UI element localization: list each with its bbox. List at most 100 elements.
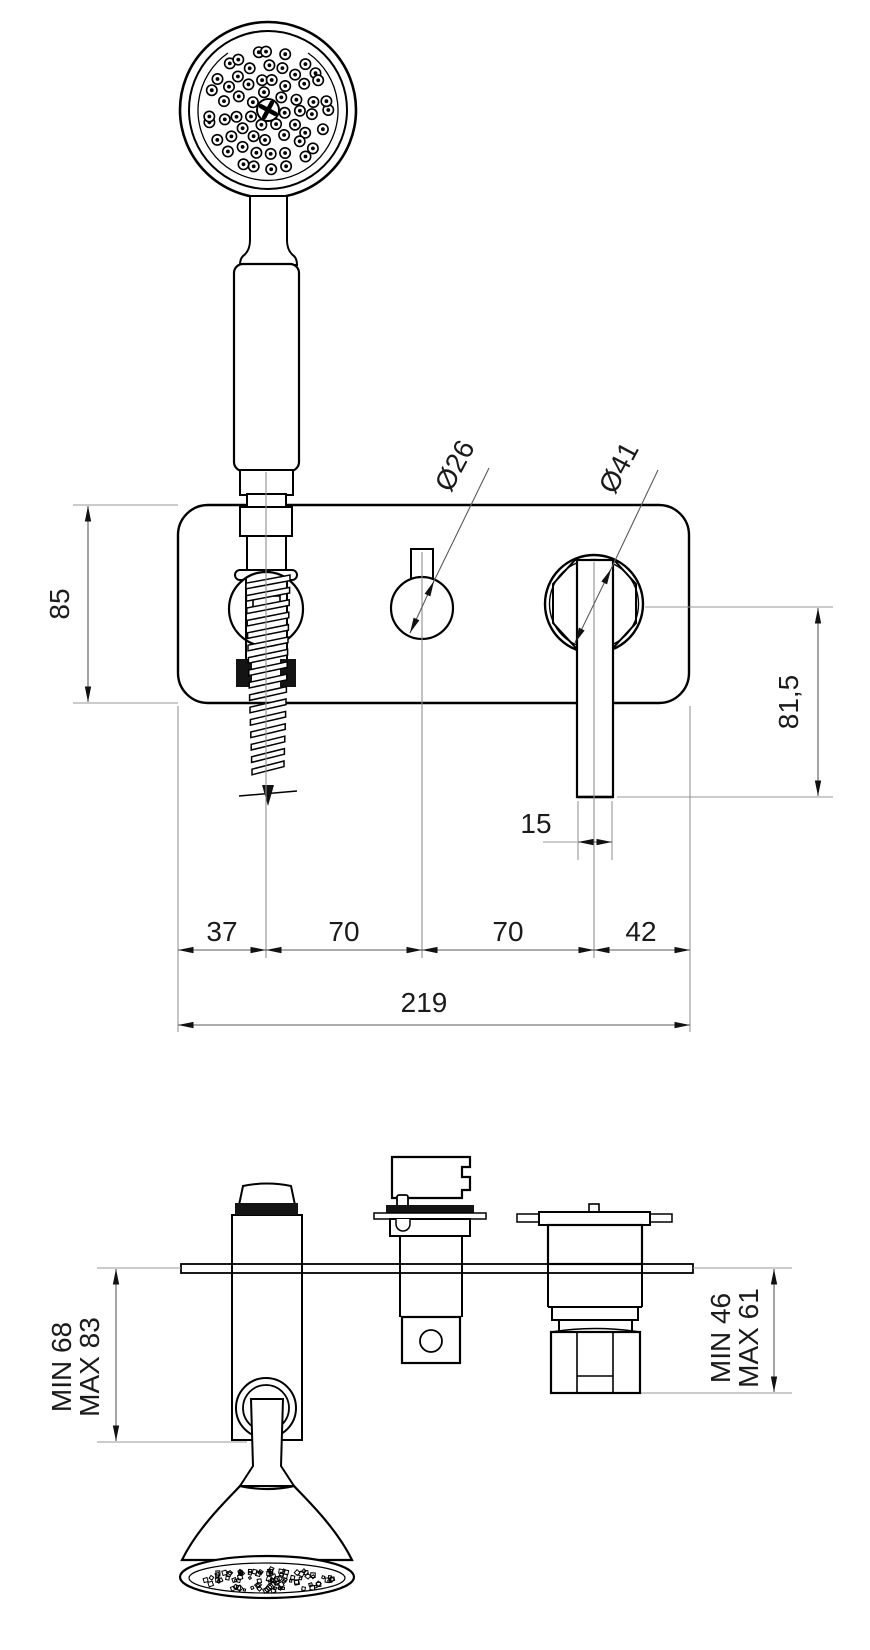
spray-speckle <box>231 1576 238 1584</box>
nozzle-dot <box>222 117 227 122</box>
mixer-nut-topcurve <box>550 1327 641 1333</box>
mixer-step1-side <box>551 1306 639 1321</box>
handle-grip <box>232 262 301 473</box>
spray-speckle <box>253 1582 261 1589</box>
nozzle-dot <box>282 110 287 115</box>
nozzle-dot <box>262 90 266 95</box>
nozzle-dot <box>256 50 261 55</box>
nozzle-dot <box>283 151 287 155</box>
spray-speckle <box>202 1576 209 1584</box>
nozzle-dot <box>222 99 226 103</box>
diverter-ucut-side <box>395 1219 411 1232</box>
dimension-plate-height: 85 <box>44 504 178 704</box>
nozzle-dot <box>236 57 241 62</box>
nozzle-dot <box>303 130 308 135</box>
hose-rib <box>250 722 286 739</box>
dim-label-85: 85 <box>44 588 75 619</box>
nozzle-dot <box>247 66 252 71</box>
nozzle-dot <box>279 95 284 100</box>
nozzle-dot <box>259 122 264 127</box>
hose-rib <box>250 747 286 764</box>
nozzle-dot <box>264 49 268 54</box>
spray-speckle <box>272 1585 278 1591</box>
spray-face-inner <box>188 1562 346 1594</box>
nozzle-dot <box>282 133 286 137</box>
spray-speckle <box>310 1572 316 1578</box>
spray-speckle <box>267 1578 274 1585</box>
dimension-lever-drop: 81,5 <box>617 606 833 798</box>
dimension-holder-depth: MIN 68 MAX 83 <box>46 1267 247 1443</box>
hose-rib <box>248 660 288 677</box>
nozzle-dot <box>215 138 220 142</box>
nozzle-dot <box>226 149 230 154</box>
spray-speckle <box>215 1570 221 1576</box>
holder-gasket-side <box>235 1203 298 1215</box>
spray-nozzle-texture <box>202 1565 336 1594</box>
nozzle-dot <box>293 122 297 127</box>
nozzle-dot <box>234 114 239 119</box>
spray-speckle <box>256 1578 263 1584</box>
spray-speckle <box>273 1575 281 1582</box>
spray-speckle <box>288 1579 293 1583</box>
dim-label-37: 37 <box>206 916 237 947</box>
spray-speckle <box>282 1573 289 1580</box>
spray-speckle <box>303 1569 309 1576</box>
spray-speckle <box>293 1569 301 1577</box>
mixer-side <box>516 1203 673 1395</box>
spray-speckle <box>301 1586 307 1592</box>
spray-speckle <box>254 1570 262 1578</box>
nozzle-dot <box>215 77 220 81</box>
hose-rib <box>247 648 289 665</box>
hand-shower-head <box>178 20 358 200</box>
nozzle-dot <box>310 112 314 116</box>
dimension-valve-depth: MIN 46 MAX 61 <box>641 1267 792 1394</box>
spray-speckle <box>247 1570 253 1576</box>
hose-rib <box>249 710 287 727</box>
head-face-arc <box>197 52 339 182</box>
spray-speckle <box>274 1580 280 1586</box>
front-view: 85 81,5 15 37 70 70 42 <box>44 20 833 1032</box>
flexible-hose-coil <box>245 574 291 776</box>
mixer-lever <box>575 558 615 799</box>
diverter-box-side <box>400 1315 462 1365</box>
dimension-chain-row: 37 70 70 42 <box>177 706 691 1032</box>
spray-speckle <box>268 1565 275 1573</box>
spray-speckle <box>276 1575 283 1582</box>
plate-edge-on <box>180 1263 694 1274</box>
hand-shower-handle <box>232 195 301 509</box>
spray-speckle <box>307 1582 314 1588</box>
nozzle-dot <box>267 63 272 68</box>
nozzle-dot <box>251 134 256 139</box>
nozzle-dot <box>274 122 278 126</box>
nozzle-dot <box>251 164 256 169</box>
dim-label-70b: 70 <box>492 916 523 947</box>
spray-speckle <box>281 1578 287 1584</box>
spray-speckle <box>229 1585 237 1592</box>
nozzle-dot <box>209 88 214 93</box>
nozzle-dot <box>251 100 255 105</box>
dim-label-70a: 70 <box>328 916 359 947</box>
mixer-body-side <box>546 1223 644 1266</box>
nozzle-dot <box>293 72 297 77</box>
spray-speckle <box>268 1571 274 1577</box>
spray-speckle <box>310 1574 316 1580</box>
spray-speckle <box>221 1569 228 1577</box>
dim-label-42: 42 <box>625 916 656 947</box>
spray-speckle <box>277 1585 284 1591</box>
spray-speckle <box>256 1585 263 1592</box>
nozzle-dot <box>269 78 274 82</box>
mixer-flange-side <box>538 1211 651 1226</box>
spray-speckle <box>262 1586 270 1594</box>
holder-side <box>178 1182 356 1600</box>
dim-label-min68: MIN 68 <box>46 1322 77 1412</box>
spray-speckle <box>324 1577 331 1583</box>
hose-rib <box>248 673 288 689</box>
nozzle-dot <box>241 162 246 167</box>
nozzle-dot <box>284 164 288 169</box>
dim-label-max61: MAX 61 <box>733 1288 764 1388</box>
nozzle-dot <box>297 139 302 144</box>
mixer-nut-side <box>549 1330 642 1395</box>
spray-speckle <box>293 1579 301 1586</box>
